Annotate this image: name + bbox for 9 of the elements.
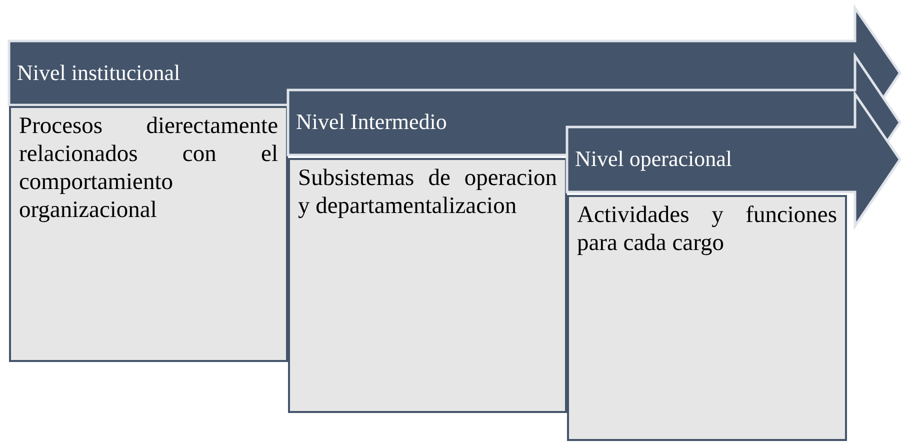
description-box: [9, 106, 288, 362]
description-box: [567, 195, 847, 441]
level-heading: Nivel Intermedio: [296, 108, 447, 136]
level-heading: Nivel institucional: [17, 58, 180, 87]
description-text: Procesos dierectamente relacionados con el comportamiento organizacional: [19, 112, 278, 224]
level-heading: Nivel operacional: [575, 145, 732, 174]
description-text: Actividades y funciones para cada cargo: [577, 201, 837, 257]
description-text: Subsistemas de operacion y departamentalizacion: [298, 164, 557, 220]
description-box: [288, 158, 567, 413]
